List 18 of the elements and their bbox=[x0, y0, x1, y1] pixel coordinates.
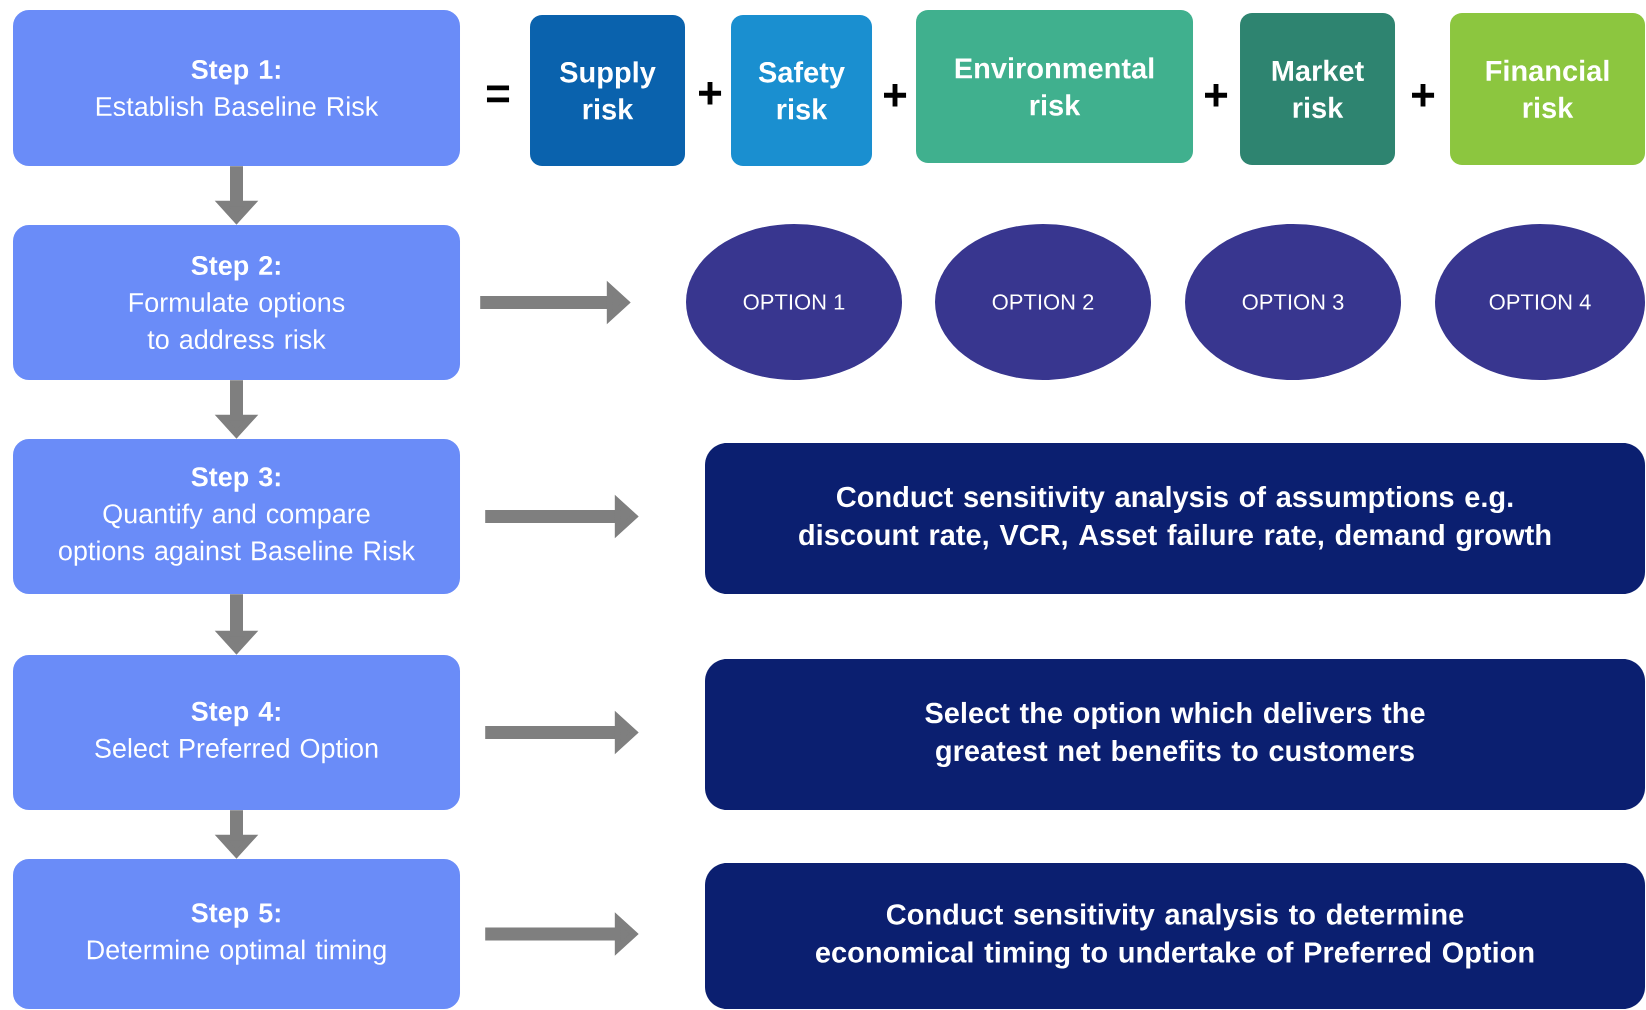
step-box: Step 4: Select Preferred Option bbox=[13, 655, 460, 810]
operator-sign: = bbox=[487, 85, 510, 103]
action-box: Select the option which delivers the greatest net benefits to customers bbox=[705, 659, 1645, 810]
operator-sign: + bbox=[699, 82, 722, 105]
operator-sign: + bbox=[884, 84, 907, 107]
action-box: Conduct sensitivity analysis to determine economical timing to undertake of Preferred Option bbox=[705, 863, 1645, 1009]
operator-sign: + bbox=[1205, 84, 1228, 107]
risk-box: Financial risk bbox=[1450, 13, 1645, 165]
risk-box: Market risk bbox=[1240, 13, 1395, 165]
step-box: Step 2: Formulate options to address risk bbox=[13, 225, 460, 380]
risk-box: Safety risk bbox=[731, 15, 872, 166]
risk-box: Supply risk bbox=[530, 15, 685, 166]
step-box: Step 1: Establish Baseline Risk bbox=[13, 10, 460, 166]
risk-box: Environmental risk bbox=[916, 10, 1193, 163]
action-box: Conduct sensitivity analysis of assumptions e.g. discount rate, VCR, Asset failure rate, demand growth bbox=[705, 443, 1645, 594]
step-box: Step 3: Quantify and compare options against Baseline Risk bbox=[13, 439, 460, 594]
operator-sign: + bbox=[1412, 84, 1435, 107]
step-box: Step 5: Determine optimal timing bbox=[13, 859, 460, 1009]
